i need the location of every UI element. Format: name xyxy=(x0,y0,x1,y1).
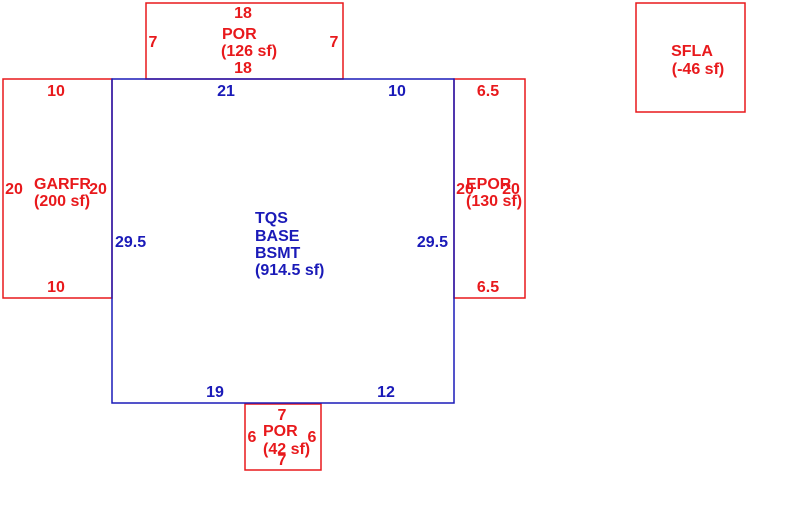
garage-dim-left: 20 xyxy=(5,181,23,198)
base-label-line-2: BASE xyxy=(255,228,300,245)
base-dim-right: 29.5 xyxy=(417,234,448,251)
porch-top-name: POR xyxy=(222,26,257,43)
epor-area: (130 sf) xyxy=(466,193,522,210)
porch-bottom-name: POR xyxy=(263,423,298,440)
porch-bottom-dim-left: 6 xyxy=(248,429,257,446)
base-area: (914.5 sf) xyxy=(255,262,324,279)
sfla-outline xyxy=(635,2,746,113)
porch-top-dim-left: 7 xyxy=(149,34,158,51)
epor-dim-right: 20 xyxy=(502,181,520,198)
base-dim-bottom-left: 19 xyxy=(206,384,224,401)
sfla-name: SFLA xyxy=(671,43,713,60)
garage-name: GARFR xyxy=(34,176,91,193)
porch-top-area: (126 sf) xyxy=(221,43,277,60)
base-label-line-1: TQS xyxy=(255,210,288,227)
porch-bottom-dim-right: 6 xyxy=(308,429,317,446)
porch-bottom-dim-top: 7 xyxy=(278,407,287,424)
porch-top-dim-bottom: 18 xyxy=(234,60,252,77)
epor-name: EPOR xyxy=(466,176,512,193)
sfla-area: (-46 sf) xyxy=(672,61,724,78)
porch-bottom-dim-bottom: 7 xyxy=(278,452,287,469)
epor-dim-top: 6.5 xyxy=(477,83,499,100)
base-dim-top-right: 10 xyxy=(388,83,406,100)
base-dim-left: 29.5 xyxy=(115,234,146,251)
garage-dim-right: 20 xyxy=(89,181,107,198)
porch-bottom-outline xyxy=(244,403,322,471)
base-outline xyxy=(111,78,455,404)
base-dim-bottom-right: 12 xyxy=(377,384,395,401)
epor-dim-bottom: 6.5 xyxy=(477,279,499,296)
porch-top-dim-top: 18 xyxy=(234,5,252,22)
garage-dim-bottom: 10 xyxy=(47,279,65,296)
porch-top-dim-right: 7 xyxy=(330,34,339,51)
base-label-line-3: BSMT xyxy=(255,245,301,262)
porch-bottom-area: (42 sf) xyxy=(263,441,310,458)
garage-area: (200 sf) xyxy=(34,193,90,210)
base-dim-top-left: 21 xyxy=(217,83,235,100)
garage-dim-top: 10 xyxy=(47,83,65,100)
epor-dim-left: 20 xyxy=(456,181,474,198)
